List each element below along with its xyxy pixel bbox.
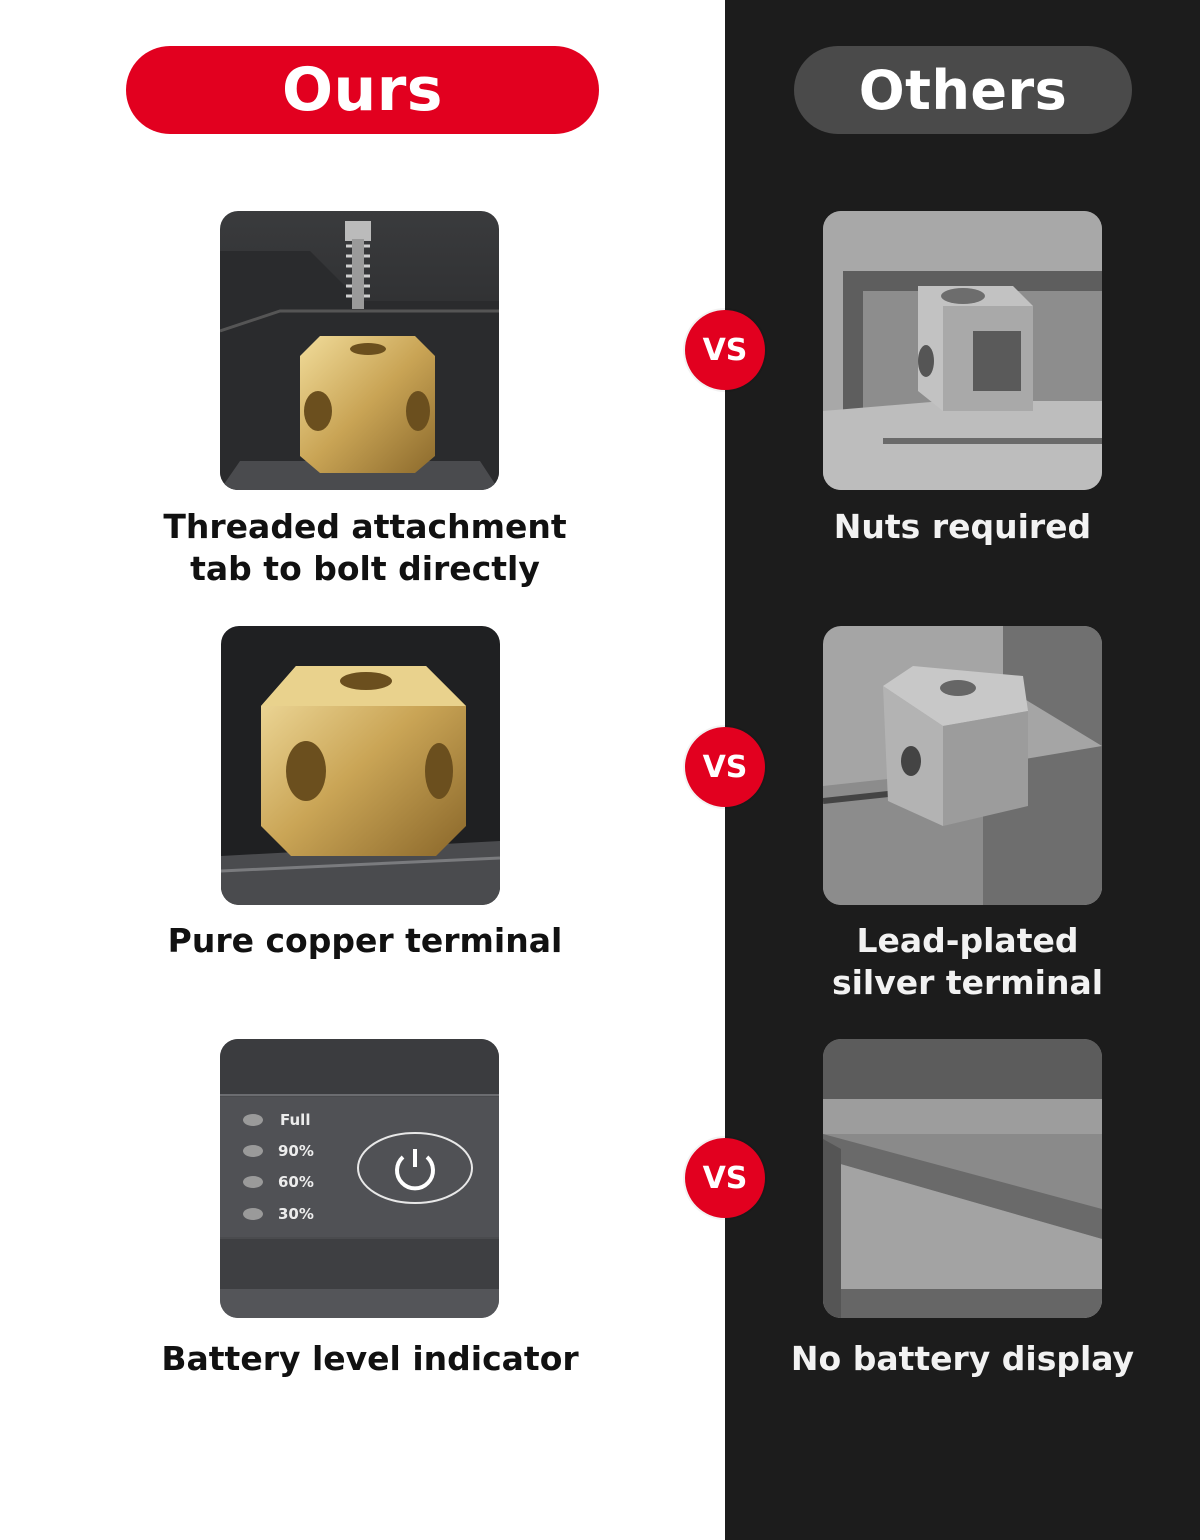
vs-badge: VS (685, 727, 765, 807)
caption-line: Threaded attachment (163, 507, 567, 546)
silver-terminal-icon (823, 626, 1102, 905)
row1-others-caption: Nuts required (780, 506, 1145, 548)
vs-label: VS (702, 749, 748, 785)
battery-level-label: 60% (278, 1173, 314, 1191)
row3-ours-caption: Battery level indicator (120, 1338, 620, 1380)
vs-label: VS (702, 1160, 748, 1196)
power-button-outline (357, 1132, 473, 1204)
row3-others-caption: No battery display (780, 1338, 1145, 1380)
caption-line: No battery display (790, 1339, 1135, 1378)
caption-line: tab to bolt directly (190, 549, 540, 588)
vs-label: VS (702, 332, 748, 368)
battery-level-label: 90% (278, 1142, 314, 1160)
blank-panel-icon (823, 1039, 1102, 1318)
caption-line: Battery level indicator (161, 1339, 579, 1378)
vs-badge: VS (685, 1138, 765, 1218)
battery-level-label: 30% (278, 1205, 314, 1223)
caption-line: silver terminal (831, 963, 1104, 1002)
others-header-pill: Others (794, 46, 1132, 134)
power-icon (395, 1155, 435, 1191)
ours-header-pill: Ours (126, 46, 599, 134)
battery-indicator-panel-icon: Full 90% 60% 30% (220, 1039, 499, 1318)
battery-level-label: Full (280, 1111, 310, 1129)
copper-terminal-icon (221, 626, 500, 905)
brass-terminal-with-bolt-icon (220, 211, 499, 490)
caption-line: Lead-plated (856, 921, 1079, 960)
row2-ours-caption: Pure copper terminal (120, 920, 610, 962)
row2-others-caption: Lead-plated silver terminal (780, 920, 1155, 1004)
row1-ours-caption: Threaded attachment tab to bolt directly (120, 506, 610, 590)
caption-line: Pure copper terminal (167, 921, 563, 960)
vs-badge: VS (685, 310, 765, 390)
caption-line: Nuts required (833, 507, 1092, 546)
others-header-label: Others (858, 58, 1068, 122)
ours-header-label: Ours (281, 55, 444, 125)
nut-terminal-icon (823, 211, 1102, 490)
